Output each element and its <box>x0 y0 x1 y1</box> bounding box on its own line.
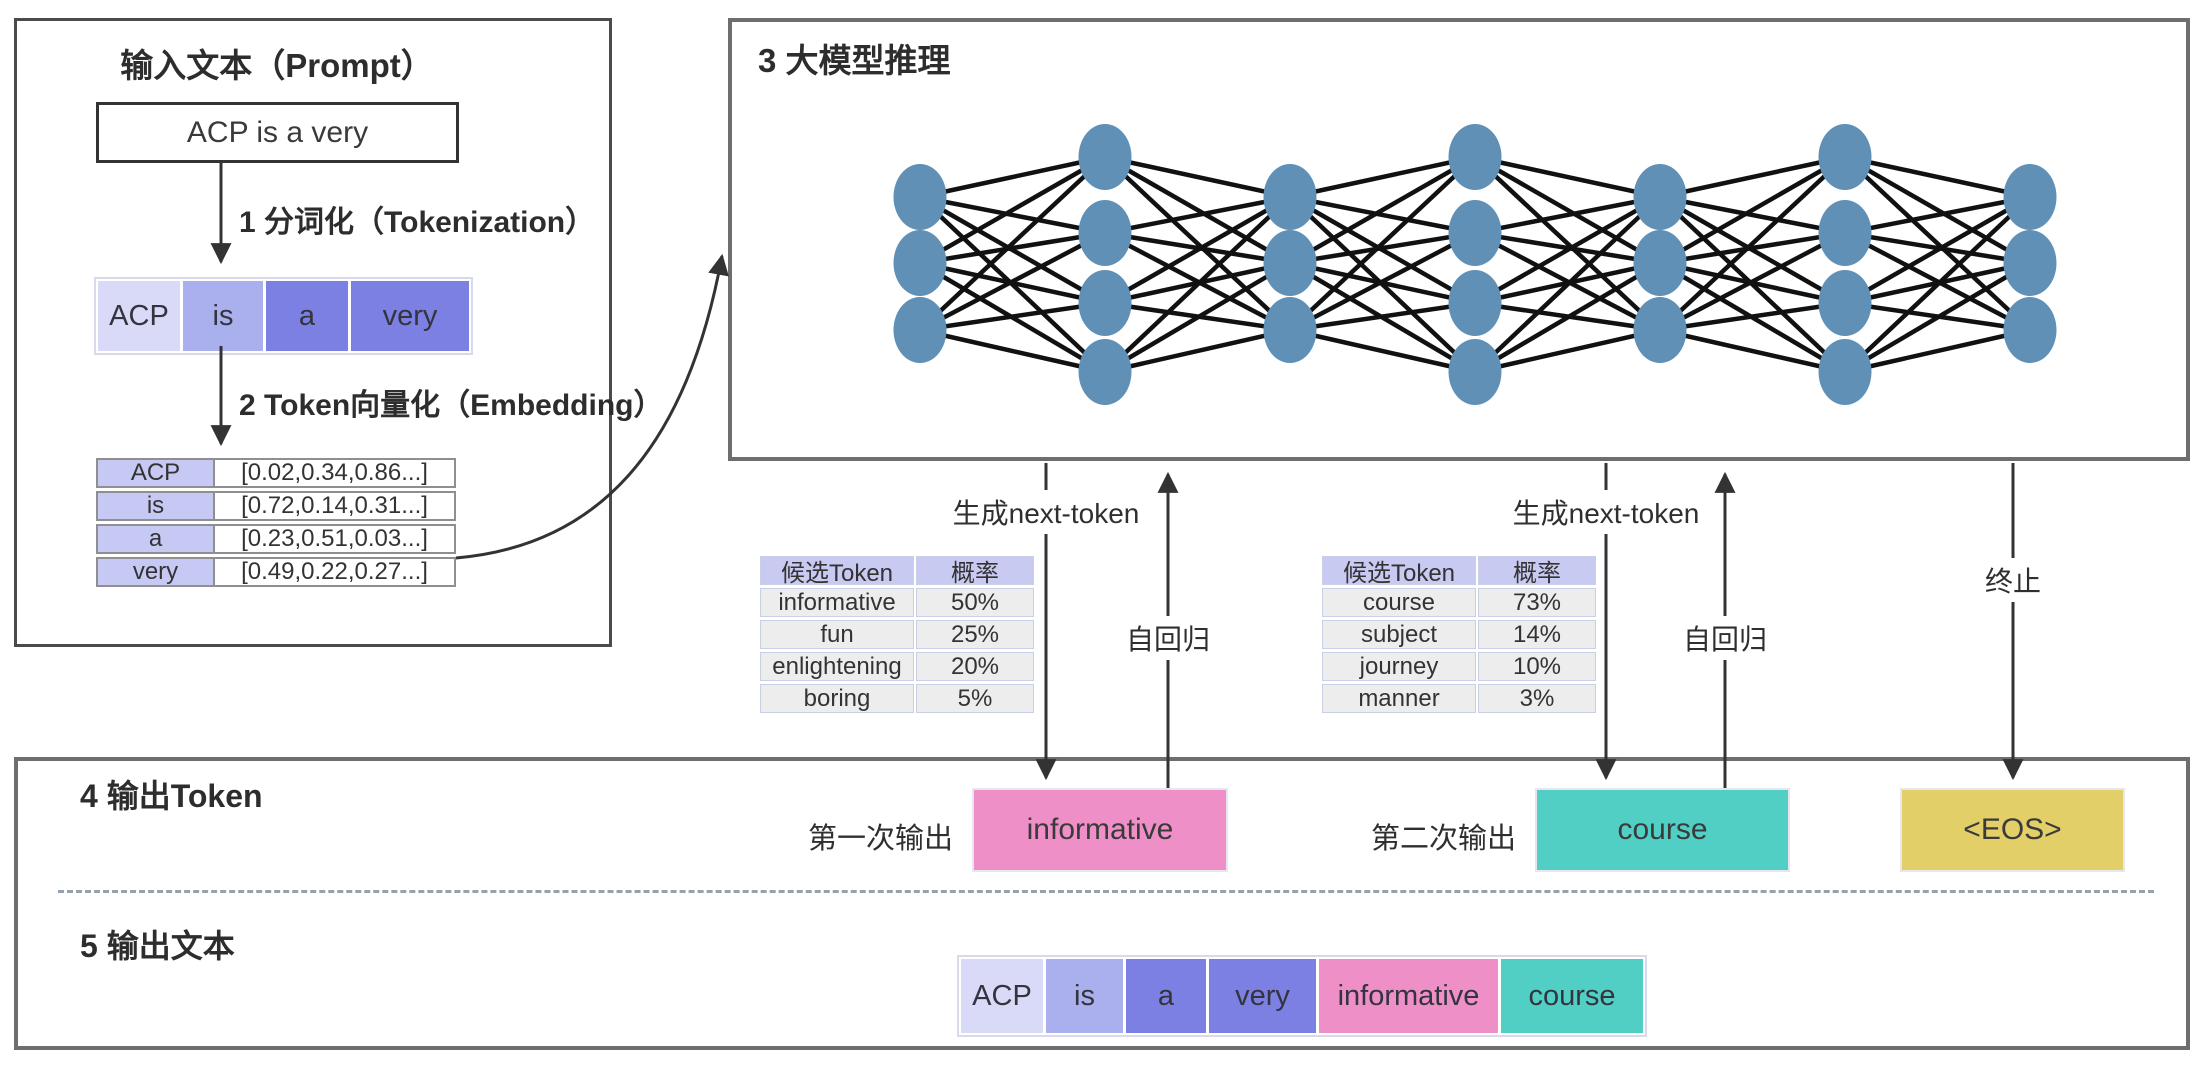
output-token-eos: <EOS> <box>1900 788 2125 872</box>
candidate-prob: 14% <box>1478 620 1596 649</box>
candidate-prob: 5% <box>916 684 1034 713</box>
embedding-row: is [0.72,0.14,0.31...] <box>96 491 456 521</box>
candidate-prob: 50% <box>916 588 1034 617</box>
first-output-label: 第一次输出 <box>807 823 953 855</box>
gen-next-token-label-1: 生成next-token <box>944 490 1148 534</box>
input-panel-title: 输入文本（Prompt） <box>120 47 434 84</box>
embedding-row: a [0.23,0.51,0.03...] <box>96 524 456 554</box>
embedding-token: very <box>98 558 213 585</box>
model-inference-panel: 3 大模型推理 <box>728 18 2190 461</box>
candidate-prob: 10% <box>1478 652 1596 681</box>
output-token-course: course <box>1535 788 1790 872</box>
candidate-token: course <box>1322 588 1476 617</box>
embedding-vector: [0.23,0.51,0.03...] <box>213 525 454 552</box>
candidate-header-token: 候选Token <box>760 556 914 587</box>
token-cell: ACP <box>98 281 180 351</box>
tokenization-step-label: 1 分词化（Tokenization） <box>239 206 596 239</box>
embedding-vector: [0.72,0.14,0.31...] <box>213 492 454 519</box>
output-token-section-title: 4 输出Token <box>80 778 263 814</box>
candidate-prob: 20% <box>916 652 1034 681</box>
final-token: informative <box>1319 959 1498 1033</box>
input-prompt-panel: 输入文本（Prompt） ACP is a very 1 分词化（Tokeniz… <box>14 18 663 647</box>
candidate-header-prob: 概率 <box>916 556 1034 587</box>
candidate-table-header: 候选Token 概率 <box>1322 556 1596 587</box>
token-cell: is <box>183 281 263 351</box>
embedding-vector: [0.02,0.34,0.86...] <box>213 459 454 486</box>
candidate-token: enlightening <box>760 652 914 681</box>
candidate-token: manner <box>1322 684 1476 713</box>
candidate-prob: 25% <box>916 620 1034 649</box>
final-token: course <box>1501 959 1643 1033</box>
candidate-row: boring 5% <box>760 684 1034 713</box>
model-panel-title: 3 大模型推理 <box>758 42 951 79</box>
candidate-token: subject <box>1322 620 1476 649</box>
output-text-section-title: 5 输出文本 <box>80 928 235 964</box>
candidate-row: journey 10% <box>1322 652 1596 681</box>
embedding-row: very [0.49,0.22,0.27...] <box>96 557 456 587</box>
candidate-token: boring <box>760 684 914 713</box>
embedding-row: ACP [0.02,0.34,0.86...] <box>96 458 456 488</box>
token-cell: very <box>351 281 469 351</box>
candidate-token: informative <box>760 588 914 617</box>
terminate-label: 终止 <box>1976 558 2050 602</box>
embedding-step-label: 2 Token向量化（Embedding） <box>239 389 664 422</box>
final-output-text-row: ACP is a very informative course <box>957 955 1647 1037</box>
candidate-token: journey <box>1322 652 1476 681</box>
candidate-prob: 73% <box>1478 588 1596 617</box>
tokenized-row: ACP is a very <box>94 277 473 355</box>
second-output-label: 第二次输出 <box>1370 823 1516 855</box>
candidate-header-prob: 概率 <box>1478 556 1596 587</box>
candidate-row: subject 14% <box>1322 620 1596 649</box>
candidate-token: fun <box>760 620 914 649</box>
embedding-token: a <box>98 525 213 552</box>
section-divider <box>58 890 2154 893</box>
final-token: is <box>1046 959 1123 1033</box>
embedding-table: ACP [0.02,0.34,0.86...] is [0.72,0.14,0.… <box>96 458 456 590</box>
embedding-vector: [0.49,0.22,0.27...] <box>213 558 454 585</box>
gen-next-token-label-2: 生成next-token <box>1504 490 1708 534</box>
candidate-row: manner 3% <box>1322 684 1596 713</box>
final-token: ACP <box>961 959 1043 1033</box>
candidate-row: informative 50% <box>760 588 1034 617</box>
output-token-informative: informative <box>972 788 1228 872</box>
autoregressive-label-1: 自回归 <box>1117 616 1219 660</box>
candidate-header-token: 候选Token <box>1322 556 1476 587</box>
candidate-row: course 73% <box>1322 588 1596 617</box>
candidate-row: enlightening 20% <box>760 652 1034 681</box>
candidate-prob: 3% <box>1478 684 1596 713</box>
embedding-token: ACP <box>98 459 213 486</box>
final-token: a <box>1126 959 1206 1033</box>
final-token: very <box>1209 959 1316 1033</box>
candidate-table-header: 候选Token 概率 <box>760 556 1034 587</box>
candidate-table-2: 候选Token 概率 course 73% subject 14% journe… <box>1322 556 1596 716</box>
autoregressive-label-2: 自回归 <box>1674 616 1776 660</box>
token-cell: a <box>266 281 348 351</box>
candidate-table-1: 候选Token 概率 informative 50% fun 25% enlig… <box>760 556 1034 716</box>
embedding-token: is <box>98 492 213 519</box>
candidate-row: fun 25% <box>760 620 1034 649</box>
prompt-text-box: ACP is a very <box>96 102 459 163</box>
